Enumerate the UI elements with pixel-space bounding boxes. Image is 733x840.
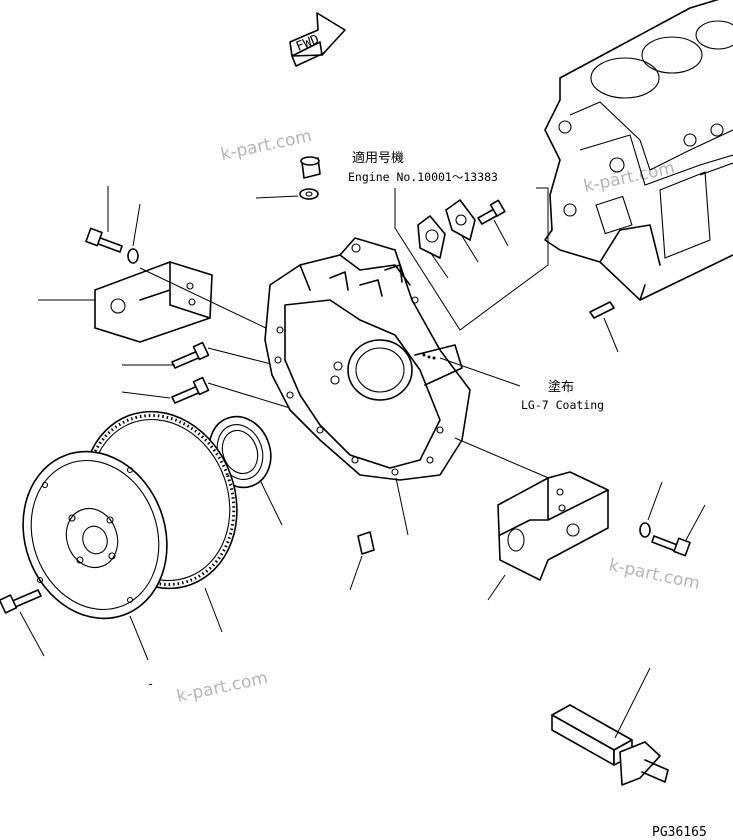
dowel-pin [589,301,619,353]
left-mount-bracket [38,261,271,343]
fwd-arrow-icon: FWD [289,12,346,67]
drain-plug [300,156,321,179]
bracket-washer [127,203,141,264]
cylinder-block [544,0,733,301]
housing-bolt-lower [121,376,291,409]
housing-plug [349,531,375,591]
coating-label-jp: 塗布 [548,379,574,395]
right-bracket-bolt [651,504,706,557]
applicable-engines-label-jp: 適用号機 [352,150,404,166]
flywheel-housing [264,237,566,536]
flywheel [22,450,168,661]
coating-label-en: LG-7 Coating [521,398,604,412]
cover-plate [445,199,479,263]
flywheel-bolt [0,589,45,657]
right-bracket-washer [639,481,663,538]
alignment-tool [551,667,669,786]
watermark: k-part.com [219,126,314,165]
note-bracket [394,187,549,331]
plug-washer [255,188,319,200]
bracket-bolt [85,186,123,253]
gasket [417,215,449,279]
watermark: k-part.com [607,555,702,594]
drawing-id: PG36165 [652,825,707,840]
right-mount-bracket [487,471,609,601]
coating-marker [422,353,521,387]
dash-mark: - [147,677,154,691]
housing-bolt-upper [122,341,276,369]
engine-number-range: Engine No.10001〜13383 [348,170,498,184]
watermark: k-part.com [175,668,270,707]
cover-bolt [477,199,509,247]
